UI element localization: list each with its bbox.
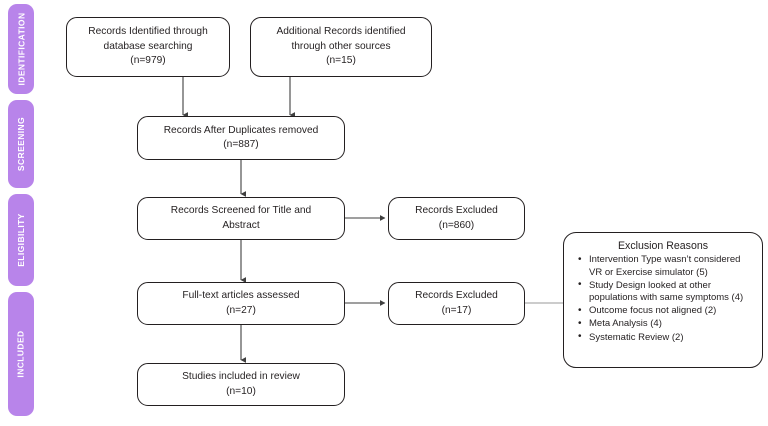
- node-fulltext-assessed-text: Full-text articles assessed (n=27): [182, 290, 300, 316]
- node-records-screened: Records Screened for Title and Abstract: [137, 197, 345, 240]
- node-records-screened-text: Records Screened for Title and Abstract: [170, 205, 312, 231]
- node-records-identified-text: Records Identified through database sear…: [88, 26, 208, 67]
- node-records-excluded-eligibility: Records Excluded (n=17): [388, 282, 525, 325]
- node-studies-included-text: Studies included in review (n=10): [182, 371, 300, 397]
- node-additional-records-text: Additional Records identified through ot…: [276, 26, 406, 67]
- stage-tab-included: INCLUDED: [8, 292, 34, 416]
- stage-tab-screening: SCREENING: [8, 100, 34, 188]
- stage-tab-eligibility: ELIGIBILITY: [8, 194, 34, 286]
- stage-tab-identification: IDENTIFICATION: [8, 4, 34, 94]
- stage-tab-eligibility-label: ELIGIBILITY: [16, 213, 27, 267]
- node-records-excluded-screening: Records Excluded (n=860): [388, 197, 525, 240]
- node-records-identified: Records Identified through database sear…: [66, 17, 230, 77]
- list-item: Systematic Review (2): [578, 331, 754, 345]
- stage-tab-screening-label: SCREENING: [16, 116, 27, 172]
- exclusion-reasons-title: Exclusion Reasons: [617, 240, 709, 252]
- list-item: Outcome focus not aligned (2): [578, 305, 754, 318]
- list-item: Study Design looked at other populations…: [578, 279, 754, 305]
- stage-tab-included-label: INCLUDED: [16, 330, 26, 378]
- node-duplicates-removed-text: Records After Duplicates removed (n=887): [163, 124, 319, 150]
- list-item: Meta Analysis (4): [578, 318, 754, 331]
- stage-tab-identification-label: IDENTIFICATION: [16, 12, 26, 86]
- node-records-excluded-eligibility-text: Records Excluded (n=17): [415, 290, 498, 316]
- node-fulltext-assessed: Full-text articles assessed (n=27): [137, 282, 345, 325]
- list-item: Intervention Type wasn’t considered VR o…: [578, 253, 754, 279]
- exclusion-reasons-list: Intervention Type wasn’t considered VR o…: [572, 253, 754, 345]
- node-duplicates-removed: Records After Duplicates removed (n=887): [137, 116, 345, 160]
- node-studies-included: Studies included in review (n=10): [137, 363, 345, 406]
- node-additional-records: Additional Records identified through ot…: [250, 17, 432, 77]
- exclusion-reasons-panel: Exclusion Reasons Intervention Type wasn…: [563, 232, 763, 368]
- node-records-excluded-screening-text: Records Excluded (n=860): [415, 205, 498, 231]
